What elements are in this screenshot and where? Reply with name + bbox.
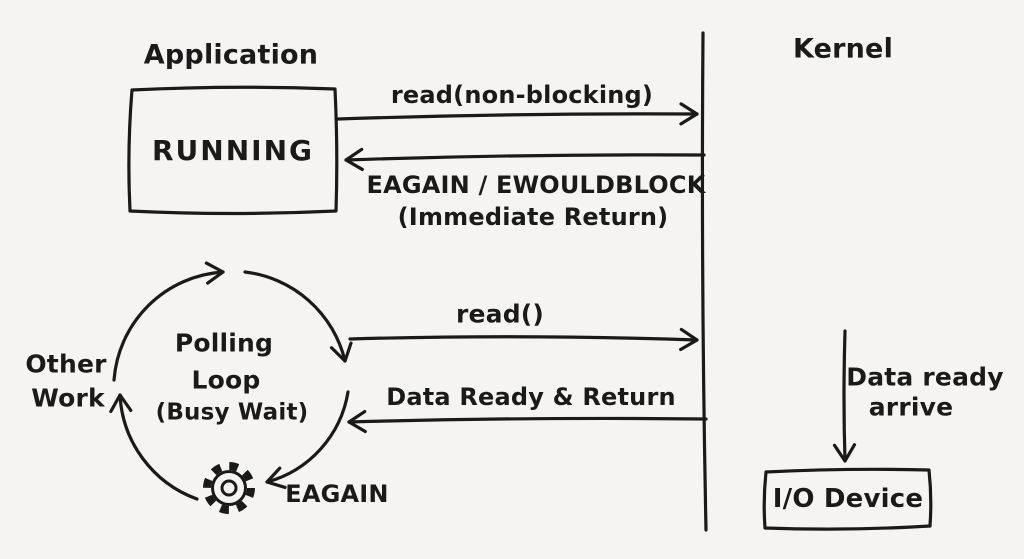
eagain-return-label-line1: EAGAIN / EWOULDBLOCK <box>366 171 706 199</box>
running-box <box>127 85 339 216</box>
io-device-label: I/O Device <box>772 484 924 514</box>
polling-loop-label-line2: Loop <box>191 365 261 395</box>
arrow-data-ready-return <box>347 409 708 434</box>
arrow-data-arrive <box>832 329 857 463</box>
io-device-box <box>762 467 933 531</box>
loop-arc-top-right <box>243 270 353 363</box>
data-ready-return-label: Data Ready & Return <box>386 383 676 411</box>
arrow-read-call <box>348 327 699 352</box>
other-work-label-line1: Other <box>25 349 107 379</box>
eagain-gear-label: EAGAIN <box>285 480 389 508</box>
read-nonblocking-label: read(non-blocking) <box>390 81 654 109</box>
polling-loop-label-line1: Polling <box>174 328 274 358</box>
other-work-label-line2: Work <box>31 383 105 413</box>
loop-arc-right-bottom <box>265 390 350 490</box>
kernel-line <box>700 31 708 532</box>
data-ready-arrive-label-line1: Data ready <box>846 362 1004 392</box>
arrow-read-nonblocking <box>336 102 699 126</box>
running-state-label: RUNNING <box>152 134 314 167</box>
kernel-lane-title: Kernel <box>792 33 894 65</box>
loop-arc-bottom-left <box>109 393 199 501</box>
data-ready-arrive-label-line2: arrive <box>868 392 954 422</box>
read-call-label: read() <box>455 299 545 329</box>
application-lane-title: Application <box>143 39 319 71</box>
eagain-return-label-line2: (Immediate Return) <box>397 203 669 231</box>
gear-icon <box>203 462 255 514</box>
loop-arc-left-top <box>112 261 225 382</box>
polling-loop-cycle <box>109 261 353 501</box>
polling-loop-label-line3: (Busy Wait) <box>155 399 309 426</box>
arrow-eagain-return <box>344 147 706 172</box>
